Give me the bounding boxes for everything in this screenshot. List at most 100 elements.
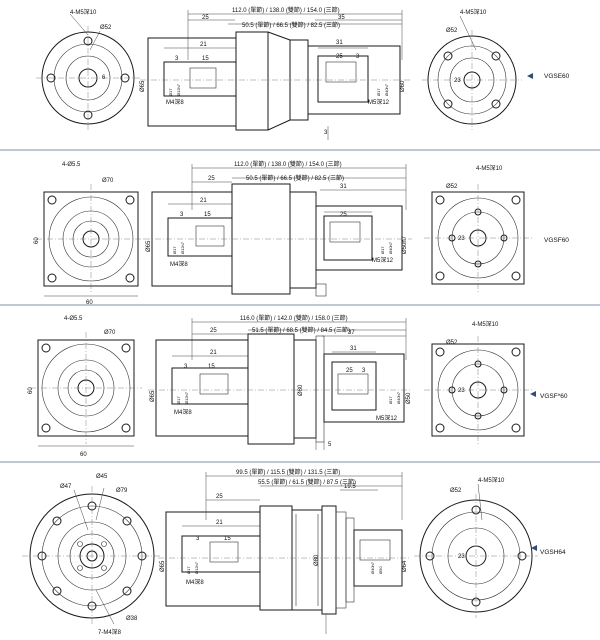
label-dia52: Ø52 <box>100 25 112 31</box>
dim-3a: 3 <box>180 212 184 218</box>
model-label-1: VGSE60 <box>544 73 570 80</box>
front-view-left-4: Ø47 Ø45 Ø79 Ø38 7-M4深8 <box>22 474 162 636</box>
label-dia70: Ø70 <box>104 330 116 336</box>
dim-dia-right-1: Ø40h7 <box>370 561 375 574</box>
label-4m5-depth10: 4-M5深10 <box>70 8 97 16</box>
dim-overall-length: 116.0 (單節) / 142.0 (雙節) / 158.0 (三節) <box>240 314 348 322</box>
label-width-60: 60 <box>80 452 87 458</box>
label-dia17: Ø47 <box>60 484 72 490</box>
dim-dia-left-1: Ø17 <box>168 88 173 96</box>
dim-31: 31 <box>350 346 357 352</box>
dim-dia-right-2: Ø40h7 <box>384 83 389 96</box>
dim-31: 31 <box>340 184 347 190</box>
dim-dia-flange: Ø65 <box>140 80 146 92</box>
dim-3-bottom: 3 <box>324 130 328 136</box>
dim-3a: 3 <box>175 56 179 62</box>
dim-15a: 15 <box>208 364 215 370</box>
dim-body-length: 50.5 (單節) / 66.5 (雙節) / 82.5 (三節) <box>246 174 344 182</box>
label-dia52-right: Ø52 <box>446 184 458 190</box>
row-2: 4-Ø5.5 Ø70 60 60 112.0 (單節) / 138.0 (雙節)… <box>34 160 569 306</box>
dim-35: 35 <box>338 15 345 21</box>
dim-dia-right-2: Ø40h7 <box>388 241 393 254</box>
dim-3a: 3 <box>184 364 188 370</box>
model-label-2: VGSF60 <box>544 237 569 244</box>
dim-dia-flange: Ø65 <box>146 240 152 252</box>
side-view-1: 112.0 (單節) / 138.0 (雙節) / 154.0 (三節) 25 … <box>140 6 410 140</box>
dim-m5: M5深12 <box>376 414 398 422</box>
dim-dia-right-2: Ø40h7 <box>396 391 401 404</box>
label-width-60: 60 <box>86 300 93 306</box>
front-view-right-4: 4-M5深10 Ø52 23 VGSH64 <box>414 476 566 618</box>
label-4m5-depth10-right: 4-M5深10 <box>478 476 505 484</box>
label-dia52-right: Ø52 <box>446 340 458 346</box>
dim-25b: 25 <box>340 212 347 218</box>
dim-dia-flange: Ø65 <box>150 390 156 402</box>
dim-25: 25 <box>202 15 209 21</box>
model-label-3: VGSF*60 <box>540 393 568 400</box>
dim-dia-left-2: Ø12h7 <box>184 391 189 404</box>
label-4m5-depth10-right: 4-M5深10 <box>476 164 503 172</box>
dim-m5: M5深12 <box>372 256 394 264</box>
dim-21: 21 <box>210 350 217 356</box>
label-6: 6 <box>102 75 106 81</box>
dim-37: 37 <box>348 330 355 336</box>
row-4: Ø47 Ø45 Ø79 Ø38 7-M4深8 99.5 (單節) / 115.5… <box>22 468 566 636</box>
dim-dia-left-1: Ø17 <box>176 396 181 404</box>
dim-body-length: 51.5 (單節) / 68.5 (雙節) / 84.5 (三節) <box>252 326 350 334</box>
front-view-right-2: 4-M5深10 Ø52 23 VGSF60 <box>424 164 569 292</box>
dim-19.5: 19.5 <box>344 484 356 490</box>
dim-21: 21 <box>200 198 207 204</box>
label-7-m4: 7-M4深8 <box>98 628 122 636</box>
dim-overall-length: 112.0 (單節) / 138.0 (雙節) / 154.0 (三節) <box>232 6 340 14</box>
dim-dia-body: Ø80 <box>298 384 304 396</box>
dim-25: 25 <box>208 176 215 182</box>
label-4m5-depth10-right: 4-M5深10 <box>472 320 499 328</box>
side-view-4: 99.5 (單節) / 115.5 (雙節) / 131.5 (三節) 25 5… <box>158 468 410 634</box>
dim-body-length: 55.5 (單節) / 61.5 (雙節) / 87.5 (三節) <box>258 478 356 486</box>
dim-25b: 25 <box>346 368 353 374</box>
label-dia70: Ø70 <box>102 178 114 184</box>
row-1: 4-M5深10 Ø52 6 112.0 (單節) / 138.0 (雙節) / … <box>36 6 570 140</box>
label-23: 23 <box>458 236 465 242</box>
dim-15a: 15 <box>224 536 231 542</box>
dim-m4: M4深8 <box>186 578 204 586</box>
dim-dia-left-2: Ø12h7 <box>176 83 181 96</box>
label-dia38: Ø38 <box>126 616 138 622</box>
dim-dia-right-3: Ø50h7 <box>402 235 408 254</box>
dim-31: 31 <box>336 40 343 46</box>
label-dia52-right: Ø52 <box>450 488 462 494</box>
label-dia52-right: Ø52 <box>446 28 458 34</box>
dim-dia-right-3: Ø60 <box>400 80 406 92</box>
model-label-4: VGSH64 <box>540 549 566 556</box>
row-3: 4-Ø5.5 Ø70 60 60 116.0 (單節) / 142.0 (雙節)… <box>28 314 568 458</box>
dim-25: 25 <box>210 328 217 334</box>
dim-dia-right-1: Ø17 <box>388 396 393 404</box>
dim-dia-body: Ø80 <box>314 554 320 566</box>
dim-m5: M5深12 <box>368 98 390 106</box>
dim-dia-right-1: Ø17 <box>376 88 381 96</box>
side-view-2: 112.0 (單節) / 138.0 (雙節) / 154.0 (三節) 25 … <box>144 160 412 297</box>
front-view-right-3: 4-M5深10 Ø52 23 VGSF*60 <box>424 320 568 444</box>
dim-dia-right-3: Ø50 <box>406 392 412 404</box>
label-4-dia5.5: 4-Ø5.5 <box>64 316 83 322</box>
dim-body-length: 50.5 (單節) / 66.5 (雙節) / 82.5 (三節) <box>242 21 340 29</box>
dim-dia-left-2: Ø12h7 <box>194 561 199 574</box>
dim-overall-length: 112.0 (單節) / 138.0 (雙節) / 154.0 (三節) <box>234 160 342 168</box>
label-4m5-depth10-right: 4-M5深10 <box>460 8 487 16</box>
dim-m4: M4深8 <box>174 408 192 416</box>
dim-25b: 25 <box>336 54 343 60</box>
side-view-3: 116.0 (單節) / 142.0 (雙節) / 158.0 (三節) 25 … <box>148 314 412 450</box>
front-view-left-3: 4-Ø5.5 Ø70 60 60 <box>28 316 142 458</box>
label-23: 23 <box>458 388 465 394</box>
dim-21: 21 <box>200 42 207 48</box>
dim-dia-left-1: Ø17 <box>186 566 191 574</box>
label-height-60: 60 <box>34 237 40 244</box>
dim-overall-length: 99.5 (單節) / 115.5 (雙節) / 131.5 (三節) <box>236 468 340 476</box>
label-height-60: 60 <box>28 387 34 394</box>
label-23: 23 <box>458 554 465 560</box>
dim-dia-right-2: Ø50 <box>378 566 383 574</box>
label-23: 23 <box>454 78 461 84</box>
dim-dia-right-3: Ø64 <box>402 560 408 572</box>
